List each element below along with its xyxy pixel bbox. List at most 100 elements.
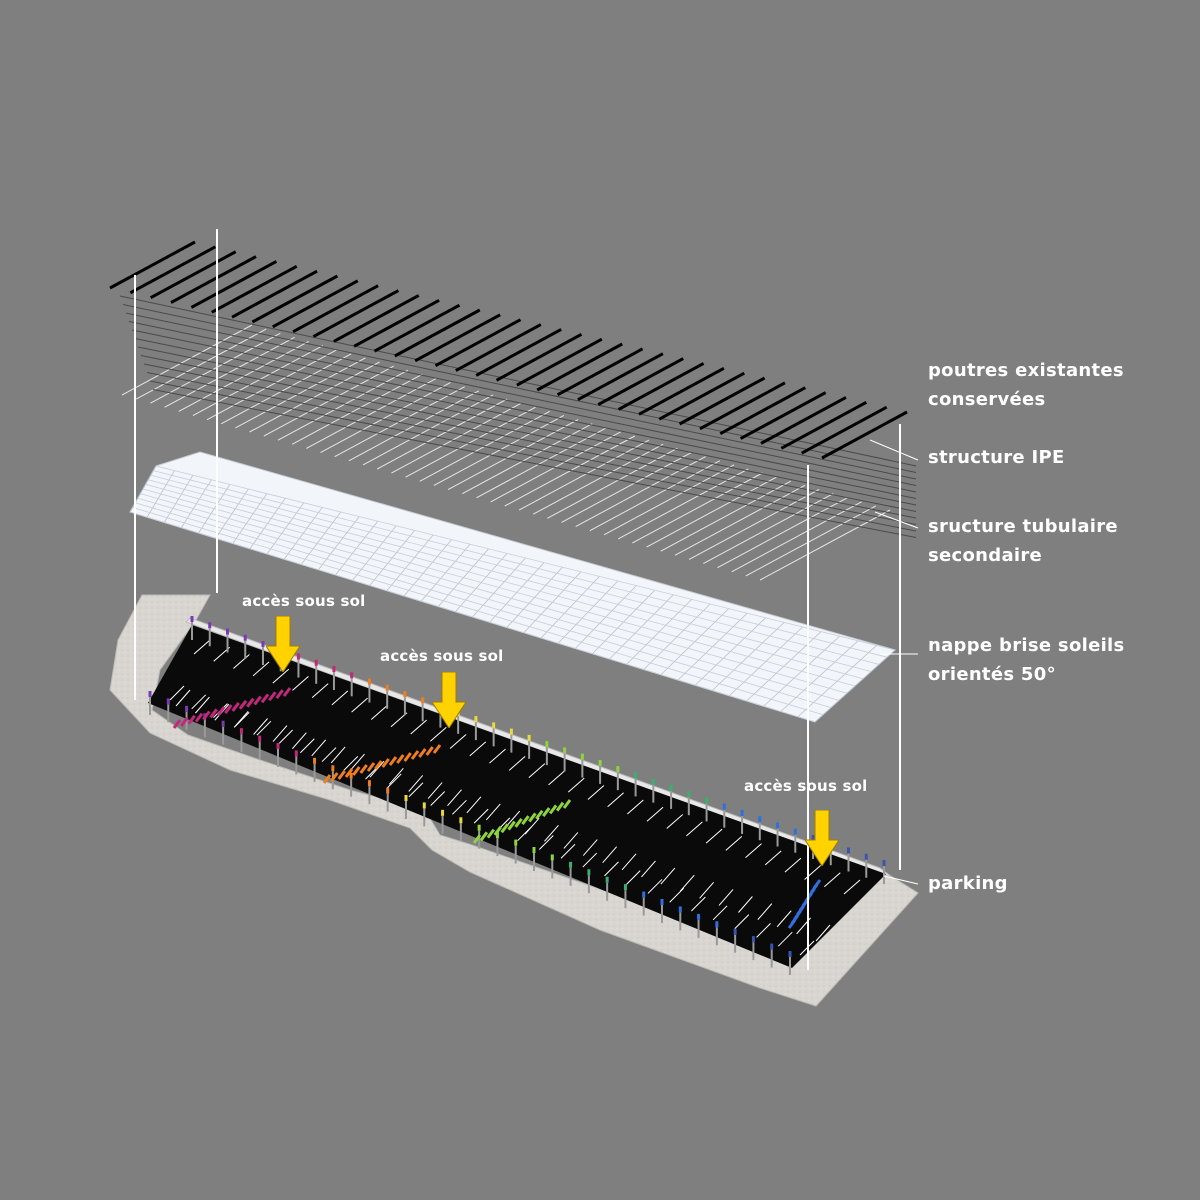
stall-line: [777, 931, 793, 947]
tubular-member: [320, 382, 451, 453]
label-poutres-existantes: poutres existantes conservées: [928, 356, 1124, 414]
stair-step: [381, 758, 390, 768]
stall-line: [343, 755, 359, 771]
ipe-member: [143, 363, 917, 519]
stair-step: [180, 716, 189, 727]
stair-step: [542, 807, 551, 817]
stall-line: [699, 881, 715, 899]
tubular-member: [617, 468, 749, 540]
leader-line: [869, 439, 919, 461]
tubular-member: [688, 489, 820, 560]
beam: [577, 352, 664, 402]
stall-line: [548, 770, 565, 786]
grid-line: [135, 502, 832, 708]
ipe-member: [122, 304, 917, 473]
tubular-member: [447, 419, 579, 490]
ipe-member: [137, 346, 917, 506]
stair-step: [514, 817, 523, 828]
existing-beams: [109, 240, 908, 460]
stall-line: [427, 782, 443, 799]
grid-line: [150, 474, 880, 665]
vertical-guide-lines: [134, 229, 901, 970]
stall-line: [321, 747, 337, 762]
stall-line: [517, 826, 532, 842]
stall-line: [627, 799, 644, 815]
stall-line: [430, 726, 447, 742]
stall-line: [370, 705, 388, 720]
beam: [536, 342, 623, 392]
access-label: accès sous sol: [242, 592, 366, 610]
stall-line: [408, 775, 424, 792]
leader-line: [883, 875, 919, 885]
tubular-member: [376, 398, 508, 470]
beam: [556, 347, 644, 397]
stair-step: [224, 704, 233, 714]
tubular-member: [462, 423, 593, 495]
stall-line: [604, 861, 619, 877]
stair-step: [812, 879, 822, 889]
beam: [780, 400, 868, 450]
stair-step: [425, 746, 434, 756]
tubular-secondary-structure: [121, 324, 891, 581]
label-line: sructure tubulaire: [928, 516, 1118, 537]
tubular-member: [632, 472, 763, 544]
stair-step: [231, 702, 240, 712]
stall-line: [311, 683, 329, 699]
stall-line: [485, 803, 501, 821]
beam: [211, 264, 298, 314]
stall-line: [469, 741, 487, 757]
stair-step: [410, 750, 420, 760]
stall-line: [489, 748, 506, 764]
beam: [475, 328, 562, 377]
stall-line: [686, 821, 703, 837]
stall-line: [560, 843, 576, 859]
label-line: parking: [928, 873, 1008, 894]
stair-step: [260, 693, 270, 704]
stair-step: [535, 809, 544, 820]
stall-line: [292, 675, 309, 691]
tubular-member: [121, 324, 253, 396]
stall-line: [691, 896, 706, 912]
stall-line: [563, 832, 579, 849]
stall-line: [544, 824, 559, 842]
beam: [638, 366, 725, 416]
stall-line: [745, 843, 762, 859]
parking-layer: [109, 594, 919, 1007]
tubular-member: [348, 390, 480, 462]
brise-soleil-grid: [129, 465, 896, 723]
stall-line: [410, 719, 427, 735]
ipe-member: [128, 321, 917, 486]
stair-step: [337, 770, 346, 780]
stall-line: [738, 896, 753, 913]
stall-line: [843, 879, 861, 895]
tubular-member: [703, 493, 834, 564]
beam: [434, 318, 522, 368]
stall-line: [666, 814, 684, 829]
tubular-member: [603, 464, 735, 536]
grid-line: [137, 497, 840, 701]
tubular-member: [206, 349, 338, 421]
stall-line: [193, 639, 211, 655]
stall-line: [582, 852, 598, 868]
beam: [719, 386, 806, 436]
label-line: structure IPE: [928, 447, 1065, 468]
stall-line: [815, 924, 831, 942]
beam: [414, 313, 501, 363]
stair-step: [472, 834, 482, 844]
down-arrow-icon: [805, 810, 839, 866]
tubular-member: [745, 505, 877, 577]
tubular-member: [731, 501, 862, 573]
down-arrow-icon: [432, 672, 466, 728]
stall-line: [641, 860, 656, 878]
leader-line: [874, 511, 919, 529]
tubular-member: [589, 460, 721, 532]
stall-line: [278, 729, 293, 745]
label-structure-ipe: structure IPE: [928, 443, 1065, 472]
stall-line: [625, 870, 641, 886]
tubular-member: [660, 480, 791, 552]
ipe-member: [134, 338, 917, 499]
tubular-member: [306, 378, 437, 449]
stall-line: [567, 777, 585, 793]
stall-line: [505, 810, 521, 828]
